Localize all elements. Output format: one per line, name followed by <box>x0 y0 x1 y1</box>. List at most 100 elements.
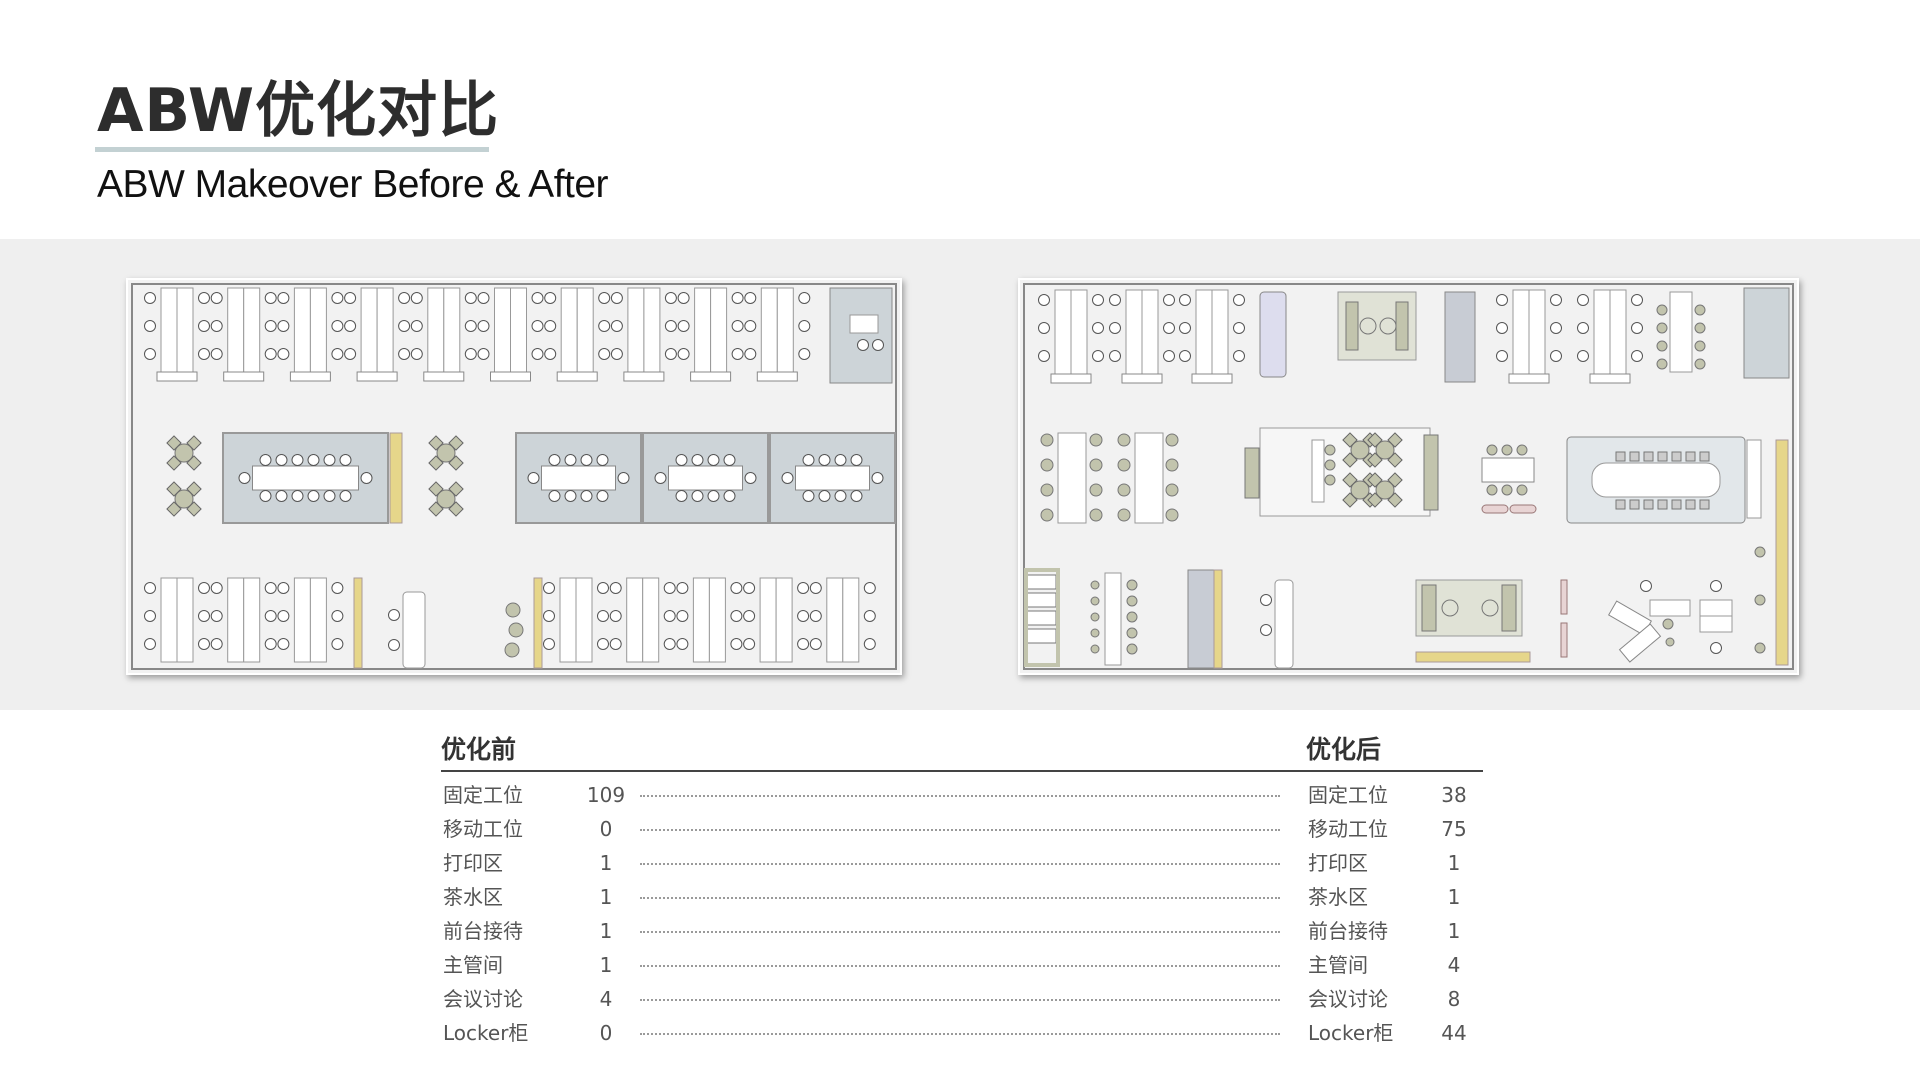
chair-icon <box>1550 350 1562 362</box>
chair-icon <box>544 320 557 332</box>
chair-icon <box>448 435 464 451</box>
chair-icon <box>1163 322 1175 334</box>
cabinet <box>289 371 331 382</box>
chair-icon <box>663 582 676 594</box>
cabinet <box>690 371 732 382</box>
chair-icon <box>1710 580 1722 592</box>
chair-icon <box>144 638 156 650</box>
chair-icon <box>198 638 210 650</box>
credenza <box>1746 439 1762 519</box>
chair-icon <box>1550 322 1562 334</box>
chair-icon <box>388 639 400 651</box>
chair-icon <box>264 610 277 622</box>
lounge-chair-icon <box>1089 508 1103 522</box>
chair-icon <box>1387 472 1403 488</box>
chair-icon <box>477 348 490 360</box>
locker <box>1025 610 1057 626</box>
lounge-chair-icon <box>1165 433 1179 447</box>
cabinet <box>223 371 265 382</box>
lounge-chair-icon <box>1694 304 1706 316</box>
cabinet <box>1191 373 1233 384</box>
chair-icon <box>691 454 704 466</box>
chair-icon <box>598 320 611 332</box>
table-row: 移动工位 0 移动工位 75 <box>441 812 1483 846</box>
lounge-chair-icon <box>1662 618 1674 630</box>
lounge-chair-icon <box>1754 642 1766 654</box>
chair-icon <box>598 348 611 360</box>
chair-icon <box>809 638 822 650</box>
chair-icon <box>1109 322 1121 334</box>
chair-icon <box>731 292 744 304</box>
lounge-chair-icon <box>1656 322 1668 334</box>
chair-icon <box>1699 451 1710 462</box>
coffee-table <box>1359 317 1377 335</box>
chair-icon <box>1685 451 1696 462</box>
manager-office <box>829 287 893 384</box>
dotted-leader <box>640 1033 1280 1035</box>
lounge-chair-icon <box>1694 322 1706 334</box>
coffee-table <box>1441 599 1459 617</box>
title-underline <box>95 147 489 152</box>
desk <box>1195 289 1213 375</box>
row-label-before: 会议讨论 <box>443 987 523 1011</box>
chair-icon <box>1577 350 1589 362</box>
chair-icon <box>198 292 210 304</box>
table-row: 打印区 1 打印区 1 <box>441 846 1483 880</box>
chair-icon <box>781 472 794 484</box>
sofa <box>1421 584 1437 632</box>
chair-icon <box>531 292 544 304</box>
chair-icon <box>331 292 344 304</box>
chair-icon <box>1640 580 1652 592</box>
meeting-table <box>795 465 870 491</box>
table-rule <box>441 770 1483 772</box>
lounge-chair-icon <box>1486 484 1498 496</box>
chair-icon <box>744 292 757 304</box>
desk <box>575 577 593 663</box>
lounge-chair-icon <box>508 622 524 638</box>
chair-icon <box>1671 451 1682 462</box>
row-label-after: 打印区 <box>1308 851 1368 875</box>
chair-icon <box>596 454 609 466</box>
chair-icon <box>166 501 182 517</box>
lounge-chair-icon <box>1516 484 1528 496</box>
lounge-chair-icon <box>1324 444 1336 456</box>
chair-icon <box>1615 451 1626 462</box>
table-row: 会议讨论 4 会议讨论 8 <box>441 982 1483 1016</box>
chair-icon <box>797 610 810 622</box>
chair-icon <box>677 320 690 332</box>
meeting-table <box>252 465 359 491</box>
chair-icon <box>277 348 290 360</box>
chair-icon <box>264 348 277 360</box>
lounge-chair-icon <box>505 602 521 618</box>
sofa <box>1501 584 1517 632</box>
chair-icon <box>210 610 223 622</box>
chair-icon <box>731 348 744 360</box>
chair-icon <box>275 454 288 466</box>
row-label-before: Locker柜 <box>443 1021 529 1045</box>
chair-icon <box>1233 350 1245 362</box>
desk <box>376 287 394 373</box>
desk <box>759 577 777 663</box>
chair-icon <box>1260 624 1272 636</box>
reception-desk <box>402 591 426 669</box>
chair-icon <box>531 348 544 360</box>
chair-icon <box>676 610 689 622</box>
chair-icon <box>144 292 156 304</box>
desk <box>160 287 178 373</box>
row-label-after: Locker柜 <box>1308 1021 1394 1045</box>
chair-icon <box>186 481 202 497</box>
chair-icon <box>707 490 720 502</box>
desk <box>1512 289 1530 375</box>
dotted-leader <box>640 795 1280 797</box>
row-label-before: 茶水区 <box>443 885 503 909</box>
lounge-chair-icon <box>1089 483 1103 497</box>
table-row: 茶水区 1 茶水区 1 <box>441 880 1483 914</box>
chair-icon <box>186 501 202 517</box>
desk <box>1618 623 1662 663</box>
chair-icon <box>307 454 320 466</box>
chair-icon <box>675 490 688 502</box>
chair-icon <box>675 454 688 466</box>
chair-icon <box>398 292 411 304</box>
desk <box>1609 289 1627 375</box>
chair-icon <box>1496 294 1508 306</box>
